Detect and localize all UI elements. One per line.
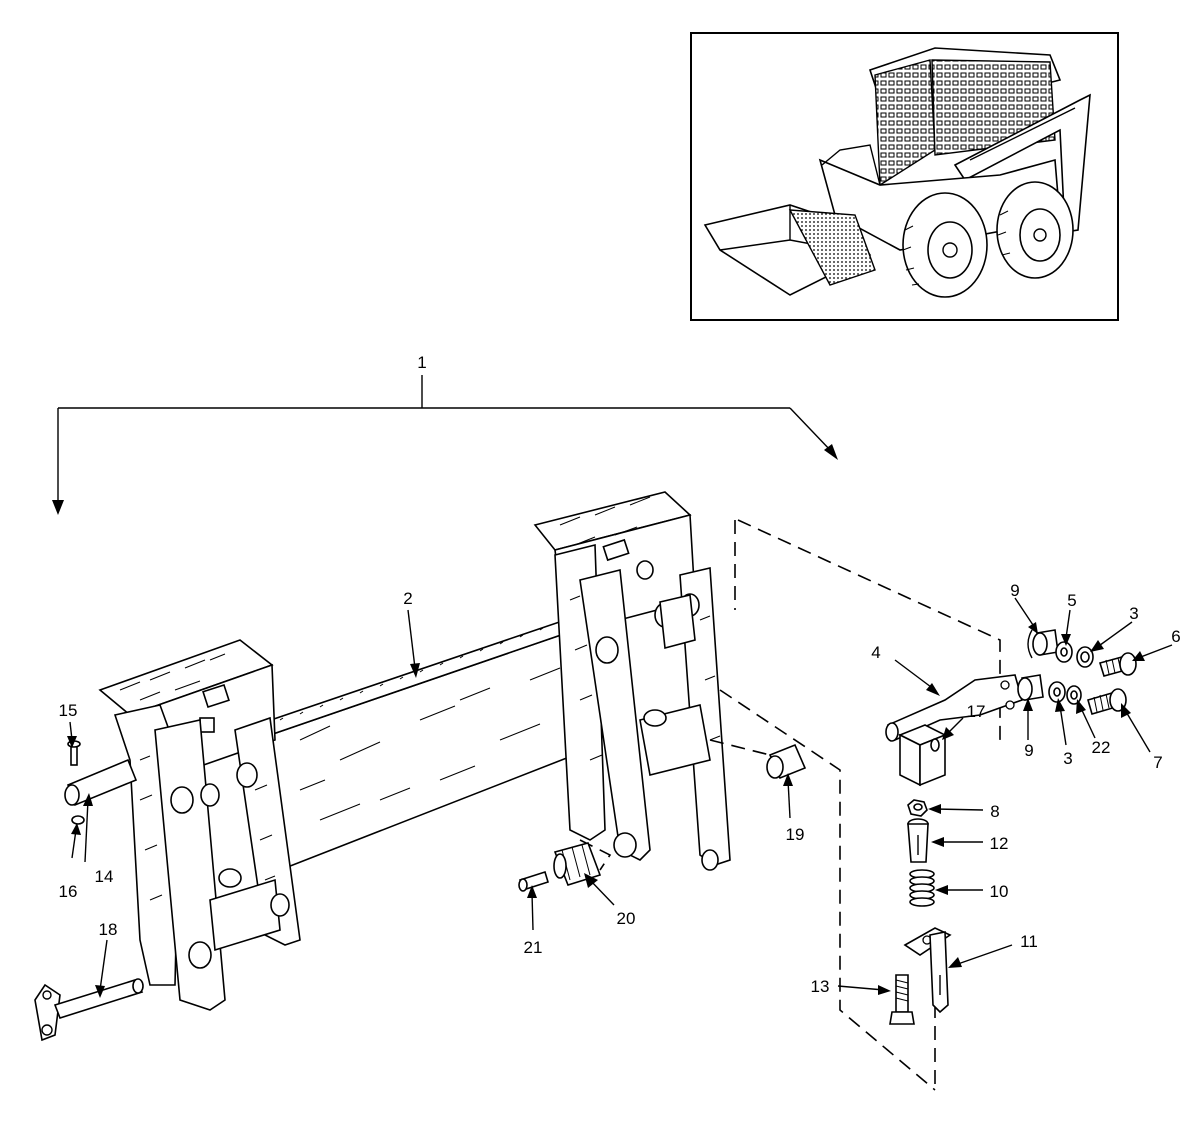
callout-labels: 1 2 3 3 4 5 6 7 8 9 9 10 11 12 13 14 15 … [59,353,1181,996]
callout-3-lower: 3 [1063,749,1072,768]
callout-10: 10 [990,882,1009,901]
part-11-latch-pin [903,927,952,1014]
leader-lines [67,597,1173,998]
part-5-washer [1055,641,1073,663]
part-18-lever-pin [34,978,144,1042]
part-22-washer [1066,685,1082,705]
callout-22: 22 [1092,738,1111,757]
part-21-screw [518,870,549,892]
callout-9-lower: 9 [1024,741,1033,760]
callout-21: 21 [524,938,543,957]
part-16-nut [71,815,85,825]
part-17-block [898,724,947,787]
part-9-bushing-lower [1017,674,1044,701]
callout-1: 1 [417,353,426,372]
callout-14: 14 [95,867,114,886]
part-13-bolt [889,974,915,1025]
part-12-sleeve [907,818,929,863]
callout-12: 12 [990,834,1009,853]
cross-tube [269,623,601,872]
assembly-bracket-1 [52,375,838,515]
part-6-bolt [1098,652,1137,677]
callout-20: 20 [617,909,636,928]
shaded-attachment-plate [788,209,876,286]
skid-steer-inset [690,32,1119,321]
callout-2: 2 [403,589,412,608]
callout-16: 16 [59,882,78,901]
part-19-bushing [766,743,807,780]
callout-11: 11 [1020,932,1038,951]
part-10-spring [909,869,935,907]
callout-18: 18 [99,920,118,939]
callout-19: 19 [786,825,805,844]
callout-3-upper: 3 [1129,604,1138,623]
callout-5: 5 [1067,591,1076,610]
part-15-screw [67,740,81,766]
callout-8: 8 [990,802,999,821]
part-3-washer-lower [1048,681,1066,703]
mounting-frame-assembly [98,491,731,1011]
callout-7: 7 [1153,753,1162,772]
callout-4: 4 [871,643,880,662]
part-14-pin [64,758,138,807]
callout-17: 17 [967,702,986,721]
part-3-washer-upper [1076,646,1094,668]
callout-9-upper: 9 [1010,581,1019,600]
part-20-plunger [553,842,602,886]
left-lower-plate [209,878,281,952]
part-9-bushing-upper [1027,629,1059,659]
callout-6: 6 [1171,627,1180,646]
part-7-bolt [1087,688,1127,715]
callout-13: 13 [811,977,830,996]
skid-steer-loader-illustration [703,47,1091,298]
part-8-nut [907,799,928,817]
part-4-latch-lever [885,674,1023,742]
callout-15: 15 [59,701,78,720]
